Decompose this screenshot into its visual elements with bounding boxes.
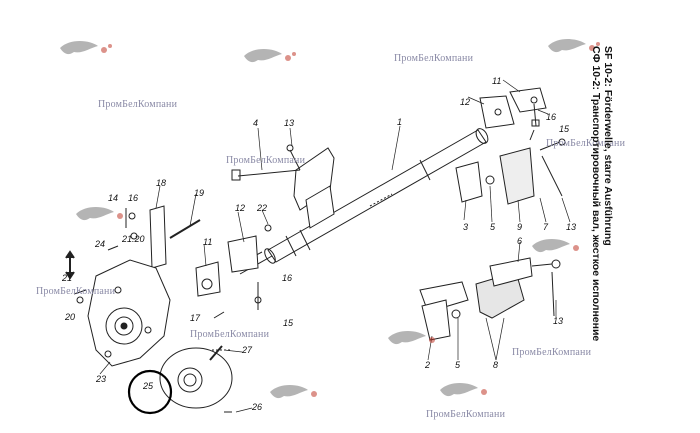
callout-16: 16: [546, 112, 557, 122]
callout-6: 6: [517, 236, 523, 246]
callout-25: 25: [143, 381, 154, 391]
callout-8: 8: [493, 360, 499, 370]
callout-7: 7: [543, 222, 549, 232]
callout-19: 19: [194, 188, 205, 198]
callout-26: 26: [252, 402, 263, 412]
conveyor-shaft: [231, 128, 489, 275]
callout-3: 3: [463, 222, 469, 232]
title-line-german: SF 10-2: Förderwelle, starre Ausführung: [602, 46, 614, 246]
callout-18: 18: [156, 178, 167, 188]
logo-mark-2: [244, 49, 296, 63]
upper-mounting-plate: [231, 144, 335, 229]
callout-5: 5: [455, 360, 461, 370]
sprocket: [159, 345, 233, 413]
logo-mark-6: [388, 331, 435, 345]
callout-2: 2: [425, 360, 431, 370]
upper-right-bracket: [479, 87, 547, 141]
logo-mark-7: [270, 385, 317, 399]
logo-mark-3: [548, 39, 600, 53]
watermark-text: ПромБелКомпани: [226, 155, 306, 166]
watermark-text: ПромБелКомпани: [394, 53, 474, 64]
callout-11: 11: [492, 76, 502, 86]
callout-11: 11: [203, 237, 213, 247]
watermark-text: ПромБелКомпани: [98, 99, 178, 110]
callout-27: 27: [242, 345, 253, 355]
callout-12: 12: [460, 97, 471, 107]
gear-housing: [87, 259, 171, 367]
watermark-text: ПромБелКомпани: [190, 329, 270, 340]
watermark-text: ПромБелКомпани: [36, 286, 116, 297]
callout-1: 1: [397, 117, 403, 127]
double-arrow-icon: [65, 250, 75, 280]
callout-13: 13: [284, 118, 295, 128]
watermark-text: ПромБелКомпани: [426, 409, 506, 420]
callout-14: 14: [108, 193, 119, 203]
callout-13: 13: [566, 222, 577, 232]
callout-15: 15: [559, 124, 570, 134]
callout-16: 16: [128, 193, 139, 203]
bearing-bracket: [195, 224, 272, 319]
logo-mark-8: [440, 383, 487, 397]
side-plate: [149, 205, 201, 269]
lower-paddle-assembly: [419, 257, 561, 341]
callout-21: 21: [62, 273, 73, 283]
callout-22: 22: [257, 203, 268, 213]
callout-15: 15: [283, 318, 294, 328]
logo-mark-1: [60, 41, 112, 55]
callout-4: 4: [253, 118, 259, 128]
logo-mark-4: [76, 207, 123, 221]
callout-23: 23: [96, 374, 107, 384]
paddle-assembly: [455, 138, 566, 205]
callout-12: 12: [235, 203, 246, 213]
leader-lines: [99, 79, 571, 413]
callout-24: 24: [95, 239, 106, 249]
callout-9: 9: [517, 222, 523, 232]
watermark-logos: [60, 39, 600, 399]
highlight-circle: [127, 369, 173, 415]
diagram-title: SF 10-2: Förderwelle, starre Ausführung …: [590, 46, 630, 341]
callout-16: 16: [282, 273, 293, 283]
small-fasteners: [73, 208, 138, 304]
callout-13: 13: [553, 316, 564, 326]
callout-21-20: 21.20: [122, 234, 145, 244]
title-line-russian: СФ 10-2: Транспортировочный вал, жесткое…: [590, 46, 602, 342]
callout-5: 5: [490, 222, 496, 232]
watermark-text: ПромБелКомпани: [546, 138, 626, 149]
callout-20: 20: [65, 312, 76, 322]
logo-mark-5: [532, 239, 579, 253]
watermark-text: ПромБелКомпани: [512, 347, 592, 358]
callout-17: 17: [190, 313, 201, 323]
